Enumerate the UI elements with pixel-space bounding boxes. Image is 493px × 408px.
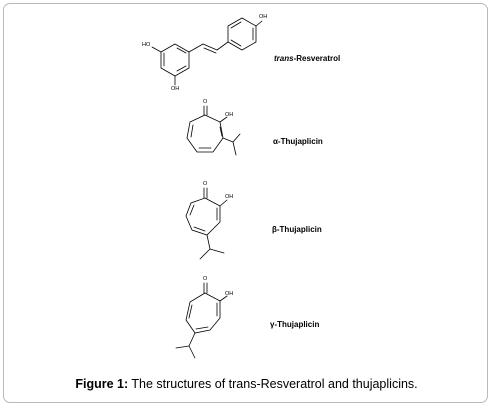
alpha-thujaplicin-structure — [186, 105, 241, 156]
compound-name-beta-thujaplicin: β-Thujaplicin — [272, 225, 322, 234]
atom-label-oh: OH — [259, 14, 268, 20]
atom-label-o: O — [203, 276, 208, 282]
caption-label: Figure 1: — [75, 377, 129, 391]
atom-label-o: O — [203, 99, 208, 105]
compound-name-prefix: trans — [274, 54, 294, 63]
beta-thujaplicin-structure — [185, 187, 228, 260]
compound-name-resveratrol: trans-Resveratrol — [274, 55, 340, 63]
atom-label-oh: OH — [225, 112, 234, 118]
atom-label-oh: OH — [171, 86, 180, 92]
compound-name-gamma-thujaplicin: γ-Thujaplicin — [270, 320, 320, 329]
resveratrol-structure — [151, 17, 263, 86]
figure-caption: Figure 1: The structures of trans-Resver… — [0, 377, 493, 391]
caption-text: The structures of trans-Resveratrol and … — [128, 377, 418, 391]
figure-frame — [3, 3, 488, 403]
atom-label-oh: OH — [225, 194, 234, 200]
compound-name-text: -Resveratrol — [293, 54, 341, 63]
compound-name-alpha-thujaplicin: α-Thujaplicin — [273, 137, 323, 146]
atom-label-o: O — [203, 181, 208, 187]
atom-label-ho: HO — [142, 42, 151, 48]
gamma-thujaplicin-structure — [175, 282, 228, 359]
atom-label-oh: OH — [225, 291, 234, 297]
